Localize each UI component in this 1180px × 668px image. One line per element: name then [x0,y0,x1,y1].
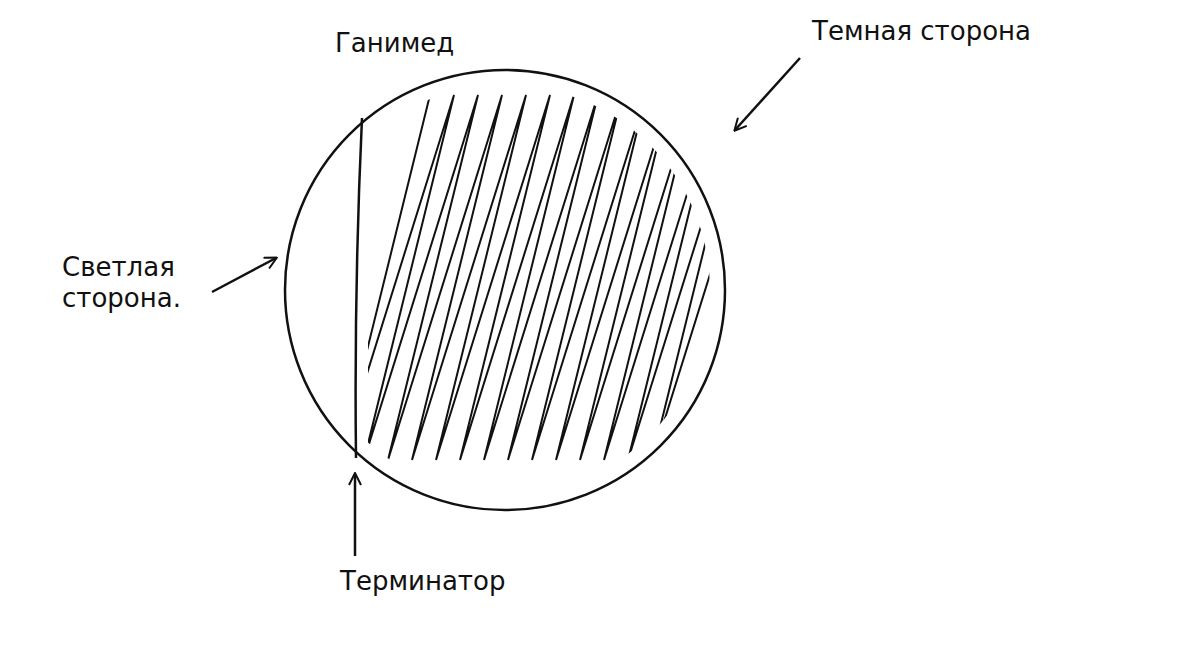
dark-side-hatching [368,95,768,460]
side-label: Светлая сторона. [62,252,202,314]
terminator-line [356,118,362,458]
leader-arrow [212,258,276,292]
terminator-label: Терминатор [340,566,505,597]
hatch-stroke [368,95,768,460]
moon-name: Ганимед [335,28,454,59]
leader-arrow [735,58,800,130]
side-label: Темная сторона [812,16,1031,47]
moon-outline [285,70,725,510]
leader-arrow [354,474,357,556]
